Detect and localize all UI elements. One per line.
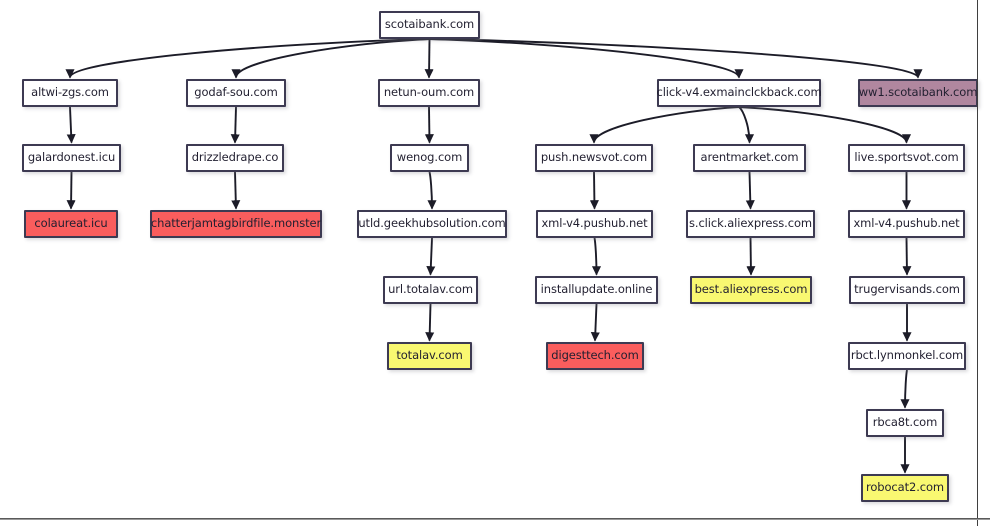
graph-node-label: xml-v4.pushub.net [853,216,960,231]
graph-node[interactable]: netun-oum.com [378,79,480,107]
graph-node[interactable]: click-v4.exmainclckback.com [656,79,822,107]
graph-edge [230,106,240,144]
graph-node-label: chatterjamtagbirdfile.monster [150,216,322,231]
graph-node-label: rbca8t.com [872,415,938,430]
graph-edge [427,171,437,210]
graph-node-label: colaureat.icu [34,216,108,231]
graph-edge [900,369,910,409]
graph-node[interactable]: altwi-zgs.com [22,79,118,107]
graph-edge [66,171,76,210]
graph-node-label: installupdate.online [540,282,653,297]
graph-edge [429,38,923,79]
graph-node[interactable]: galardonest.icu [22,144,121,172]
graph-node-label: best.aliexpress.com [694,282,808,297]
graph-node[interactable]: live.sportsvot.com [848,144,965,172]
graph-edge [425,303,435,342]
graph-node-label: wenog.com [396,150,463,165]
graph-node[interactable]: best.aliexpress.com [690,276,812,304]
graph-node-label: live.sportsvot.com [854,150,959,165]
graph-edge [66,106,76,144]
graph-node-label: digesttech.com [551,348,639,363]
graph-node-label: godaf-sou.com [194,85,278,100]
graph-node[interactable]: rbca8t.com [866,409,944,437]
graph-node[interactable]: godaf-sou.com [186,79,286,107]
graph-node-label: push.newsvot.com [540,150,648,165]
graph-edge [745,171,755,210]
graph-node[interactable]: drizzledrape.co [186,144,284,172]
graph-node[interactable]: digesttech.com [546,342,644,370]
frame-bottom-border [0,518,990,519]
graph-node[interactable]: url.totalav.com [383,276,478,304]
graph-node[interactable]: ww1.scotaibank.com [858,79,978,107]
graph-node-label: s.click.aliexpress.com [689,216,812,231]
graph-edge [589,106,740,144]
graph-node[interactable]: scotaibank.com [379,11,480,39]
graph-edge [738,106,755,144]
graph-node-label: altwi-zgs.com [31,85,109,100]
graph-node[interactable]: colaureat.icu [24,210,118,238]
graph-edge [231,171,241,210]
graph-edge [424,106,434,144]
graph-edge [231,38,430,79]
graph-node-label: totalav.com [396,348,463,363]
graph-node-label: url.totalav.com [388,282,473,297]
graph-node[interactable]: push.newsvot.com [535,144,653,172]
frame-right-border [977,0,978,526]
frame-bottom-border-shadow [0,519,990,520]
graph-node-label: utld.geekhubsolution.com [358,216,506,231]
graph-node-label: robocat2.com [865,480,945,495]
graph-node-label: rbct.lynmonkel.com [850,348,964,363]
graph-node[interactable]: wenog.com [390,144,469,172]
graph-node[interactable]: rbct.lynmonkel.com [848,342,966,370]
graph-edge [591,237,602,276]
graph-node[interactable]: utld.geekhubsolution.com [357,210,507,238]
graph-node-label: trugervisands.com [854,282,960,297]
graph-node[interactable]: s.click.aliexpress.com [686,210,815,238]
graph-node[interactable]: xml-v4.pushub.net [536,210,653,238]
graph-node-label: scotaibank.com [384,17,475,32]
graph-node[interactable]: totalav.com [387,342,472,370]
graph-edge [429,38,744,79]
graph-edge [902,237,912,276]
graph-node-label: click-v4.exmainclckback.com [656,85,822,100]
graph-node[interactable]: xml-v4.pushub.net [848,210,965,238]
graph-edge [589,171,599,210]
graph-node-label: drizzledrape.co [191,150,279,165]
graph-edge [738,106,911,144]
graph-node-label: netun-oum.com [383,85,475,100]
graph-node[interactable]: robocat2.com [861,474,949,502]
graph-node[interactable]: chatterjamtagbirdfile.monster [150,210,322,238]
graph-node[interactable]: installupdate.online [535,276,658,304]
graph-node-label: galardonest.icu [27,150,116,165]
graph-node-label: ww1.scotaibank.com [858,85,978,100]
graph-edge [590,303,600,342]
graph-node-label: arentmarket.com [700,150,799,165]
graph-edge [65,38,430,79]
graph-node[interactable]: trugervisands.com [849,276,965,304]
graph-edge [746,237,756,276]
graph-node[interactable]: arentmarket.com [693,144,806,172]
graph-node-label: xml-v4.pushub.net [541,216,648,231]
graph-edge [426,237,436,276]
graph-edge [424,38,434,79]
